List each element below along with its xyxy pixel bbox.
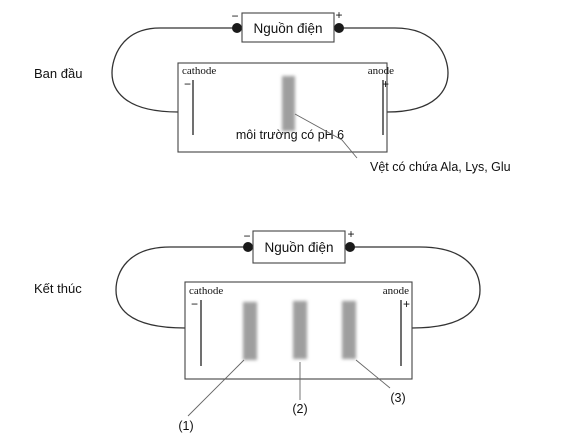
- bottom-stage-label: Kết thúc: [34, 281, 82, 296]
- bottom-band-3: [342, 301, 356, 359]
- top-power-positive-sign: +: [335, 8, 342, 22]
- bottom-negative-terminal: [243, 242, 253, 252]
- top-positive-terminal: [334, 23, 344, 33]
- top-panel: Nguồn điện − + cathode anode − + môi trư…: [34, 8, 511, 174]
- bottom-band-2-label: (2): [292, 402, 307, 416]
- bottom-cathode-label: cathode: [189, 285, 223, 297]
- top-stage-label: Ban đầu: [34, 66, 82, 81]
- bottom-band-1: [243, 302, 257, 360]
- top-anode-label: anode: [368, 65, 394, 77]
- top-medium-label: môi trường có pH 6: [236, 128, 344, 142]
- bottom-power-positive-sign: +: [347, 227, 354, 241]
- bottom-band-3-label: (3): [390, 391, 405, 405]
- top-cathode-label: cathode: [182, 65, 216, 77]
- top-power-negative-sign: −: [231, 9, 238, 23]
- bottom-power-negative-sign: −: [243, 229, 250, 243]
- bottom-cathode-sign: −: [191, 297, 198, 311]
- bottom-power-source-label: Nguồn điện: [264, 240, 333, 255]
- bottom-anode-sign: +: [403, 297, 410, 311]
- bottom-anode-label: anode: [383, 285, 409, 297]
- top-power-source-label: Nguồn điện: [253, 21, 322, 36]
- bottom-panel: Nguồn điện − + cathode anode − + (1) (2)…: [34, 227, 480, 433]
- top-cathode-sign: −: [184, 77, 191, 91]
- bottom-band-1-label: (1): [178, 419, 193, 433]
- bottom-band-2: [293, 301, 307, 359]
- top-negative-terminal: [232, 23, 242, 33]
- top-spot-label: Vệt có chứa Ala, Lys, Glu: [370, 160, 511, 174]
- bottom-positive-terminal: [345, 242, 355, 252]
- top-sample-band: [282, 76, 295, 131]
